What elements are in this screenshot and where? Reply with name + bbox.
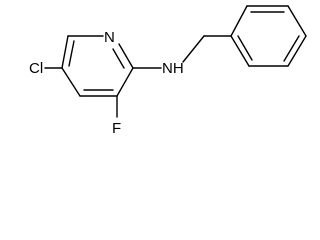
chlorine-label: Cl [29, 60, 43, 77]
bond-ph6-ph1-b [237, 35, 253, 61]
structure-drawing: N Cl NH F [29, 5, 307, 137]
bond-c5-c6-b [68, 40, 75, 67]
pyridine-ring [61, 35, 134, 97]
bond-c4-c5 [61, 67, 81, 97]
bond-ph6-ph1-a [230, 35, 250, 67]
bond-ph4-ph5-a [287, 35, 307, 67]
bond-c5-c6-a [61, 35, 69, 69]
fluorine-label: F [112, 120, 121, 137]
bond-nh-ch2 [182, 35, 205, 63]
ring-nitrogen-label: N [104, 29, 115, 46]
bond-n1-c2-b [112, 48, 125, 69]
bond-ph1-ph2 [230, 5, 248, 37]
bond-ph4-ph5-b [283, 35, 300, 62]
amine-nh-label: NH [162, 60, 184, 77]
bond-n1-c2-a [118, 43, 134, 69]
bond-ph3-ph4 [287, 5, 307, 37]
phenyl-ring [230, 5, 307, 67]
bond-c2-c3 [116, 67, 134, 97]
structure-canvas: N Cl NH F [29, 5, 307, 137]
